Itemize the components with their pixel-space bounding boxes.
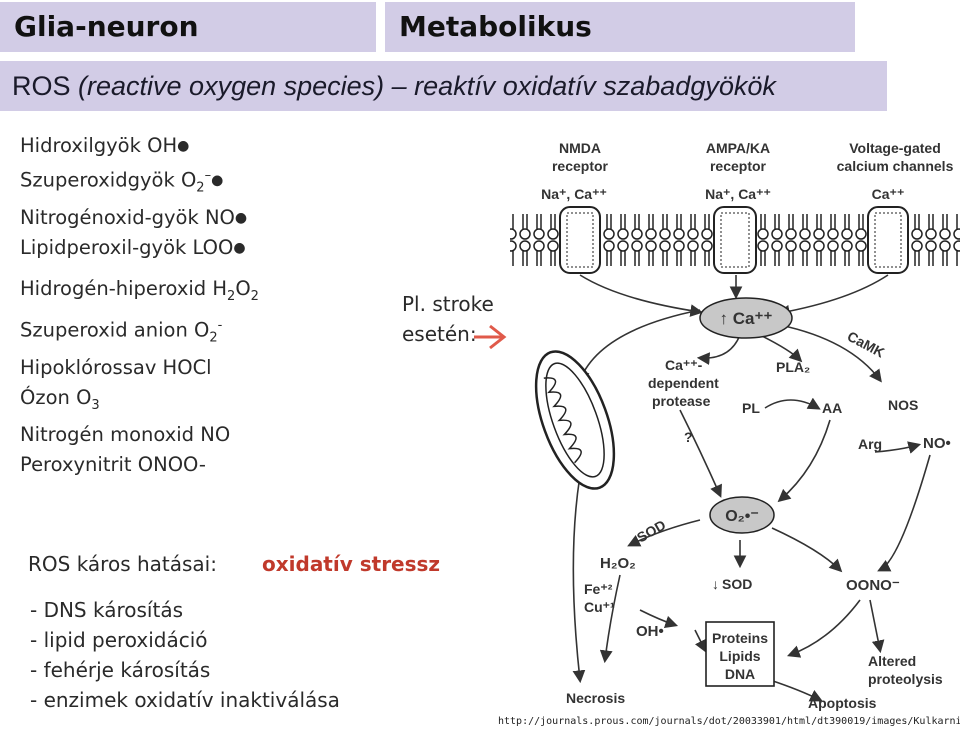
target-label: Lipids (719, 648, 760, 664)
superoxide-label: O₂•⁻ (725, 508, 759, 525)
iron-label: Fe⁺² (584, 581, 613, 597)
stroke-label: Pl. stroke esetén: (402, 292, 494, 346)
peroxynitrite-label: OONO⁻ (846, 577, 900, 594)
radical-list: Hidroxilgyök OH● Szuperoxidgyök O2–● Nit… (20, 131, 247, 264)
vgcc-label: Voltage-gated (849, 140, 941, 156)
calcium-node (699, 297, 793, 339)
down-arrow-icon: ↓ (712, 576, 719, 592)
header-right-title: Metabolikus együttműködés (385, 2, 855, 93)
superoxide-node (709, 496, 775, 534)
nos-label: NOS (888, 397, 918, 413)
necrosis-label: Necrosis (566, 690, 625, 706)
calcium-label: ↑ Ca⁺⁺ (720, 309, 773, 328)
pl-label: PL (742, 400, 760, 416)
hydroxyl-label: OH• (636, 623, 664, 640)
ampa-label-2: receptor (710, 158, 767, 174)
list-item: Nitrogénoxid-gyök NO● (20, 206, 248, 230)
channel-icon (559, 206, 601, 274)
list-item: Hipoklórossav HOCl (20, 356, 212, 380)
ampa-label: AMPA/KA (706, 140, 770, 156)
ion-label: Ca⁺⁺ (872, 186, 905, 202)
header-left-title: Glia-neuron interakció (0, 2, 376, 93)
list-item: Hidrogén-hiperoxid H2O2 (20, 277, 259, 304)
channel-icon (713, 206, 757, 274)
list-item: Lipidperoxil-gyök LOO● (20, 236, 246, 260)
list-item: Szuperoxid anion O2- (20, 318, 223, 346)
list-item: - lipid peroxidáció (30, 628, 208, 652)
copper-label: Cu⁺¹ (584, 599, 615, 615)
subtitle-bar: ROS (reactive oxygen species) – reaktív … (0, 61, 887, 111)
list-item: Hidroxilgyök OH● (20, 134, 190, 157)
list-item: - DNS károsítás (30, 598, 183, 622)
radical-dot-icon: ● (233, 240, 246, 257)
nmda-label: NMDA (559, 140, 601, 156)
list-item: - fehérje károsítás (30, 658, 211, 682)
species-list: Hidrogén-hiperoxid H2O2 Szuperoxid anion… (20, 274, 259, 479)
list-item: Nitrogén monoxid NO (20, 423, 231, 447)
channel-icon (867, 206, 909, 274)
damage-list: - DNS károsítás - lipid peroxidáció - fe… (30, 595, 340, 715)
protease-label-2: dependent (648, 375, 719, 391)
damage-title: ROS káros hatásai: (28, 552, 217, 576)
nmda-label-2: receptor (552, 158, 609, 174)
oxidative-stress-label: oxidatív stressz (262, 552, 441, 576)
list-item: Szuperoxidgyök O2–● (20, 168, 224, 196)
target-label: Proteins (712, 630, 768, 646)
sod-label-2: SOD (722, 576, 752, 592)
apoptosis-label: Apoptosis (808, 695, 877, 711)
unknown-label: ? (684, 429, 693, 445)
vgcc-label-2: calcium channels (837, 158, 954, 174)
ion-label: Na⁺, Ca⁺⁺ (705, 186, 771, 202)
list-item: Ózon O3 (20, 385, 100, 413)
no-label: NO• (923, 435, 951, 452)
arg-label: Arg (858, 436, 882, 452)
ion-label: Na⁺, Ca⁺⁺ (541, 186, 607, 202)
radical-dot-icon: ● (177, 137, 190, 154)
list-item: - enzimek oxidatív inaktiválása (30, 688, 340, 712)
target-box (705, 621, 775, 687)
protease-label-3: protease (652, 393, 711, 409)
protease-label: Ca⁺⁺- (665, 357, 703, 373)
proteolysis-label-2: proteolysis (868, 671, 943, 687)
pla2-label: PLA₂ (776, 359, 810, 375)
mitochondrion-icon (534, 350, 616, 490)
target-label: DNA (725, 666, 755, 682)
aa-label: AA (822, 400, 842, 416)
subtitle-expansion: (reactive oxygen species) – reaktív oxid… (78, 71, 776, 101)
radical-dot-icon: ● (211, 172, 224, 189)
subtitle-abbr: ROS (12, 71, 79, 101)
right-arrow-icon (474, 324, 507, 350)
radical-dot-icon: ● (234, 209, 248, 226)
sod-label: SOD (634, 517, 668, 546)
h2o2-label: H₂O₂ (600, 555, 636, 572)
source-url[interactable]: http://journals.prous.com/journals/dot/2… (498, 716, 960, 727)
proteolysis-label: Altered (868, 653, 916, 669)
list-item: Peroxynitrit ONOO- (20, 452, 206, 476)
camk-label: CaMK (845, 328, 888, 361)
stroke-pathway-diagram: NMDA receptor AMPA/KA receptor Voltage-g… (510, 140, 960, 711)
